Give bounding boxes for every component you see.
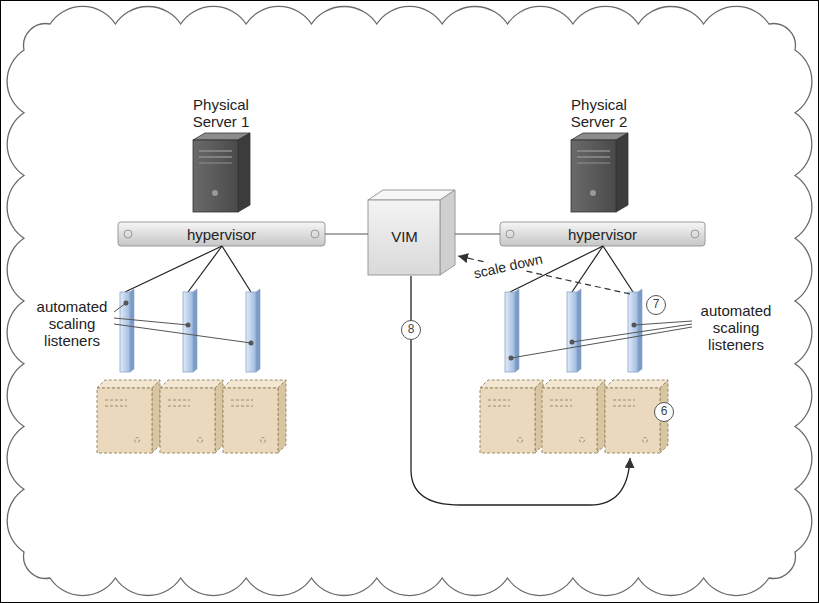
callout-number: 6 xyxy=(654,402,674,422)
node-label: hypervisor xyxy=(187,226,256,243)
virtual-server xyxy=(97,380,160,453)
server-icon xyxy=(571,133,628,212)
callout-number: 7 xyxy=(646,295,666,315)
node-label: Physical Server 1 xyxy=(181,96,261,130)
vm-link xyxy=(125,246,633,292)
physical-server: Physical Server 1 xyxy=(171,96,271,214)
virtual-server-bar xyxy=(183,289,197,372)
virtual-server xyxy=(160,380,223,453)
server-icon xyxy=(193,133,250,212)
vim-box: VIM xyxy=(368,190,455,275)
virtual-server xyxy=(542,380,605,453)
virtual-server-bar xyxy=(628,289,642,372)
cloud-outline xyxy=(7,6,812,595)
node-label: VIM xyxy=(391,228,418,245)
connector-line xyxy=(455,233,500,234)
callout-number: 8 xyxy=(401,320,421,340)
connector-line xyxy=(325,233,368,234)
virtual-server-bar xyxy=(246,289,260,372)
leader-line xyxy=(114,303,692,358)
leader-dot xyxy=(124,301,637,361)
virtual-server-bar xyxy=(120,289,134,372)
node-label: hypervisor xyxy=(568,226,637,243)
virtual-server-bar xyxy=(567,289,581,372)
virtual-server xyxy=(223,380,286,453)
annotation: automated scaling listeners xyxy=(30,298,114,349)
virtual-server-bar xyxy=(505,289,519,372)
annotation: automated scaling listeners xyxy=(694,302,778,353)
cloud-outline xyxy=(7,6,812,595)
virtual-server xyxy=(480,380,543,453)
vim-cube xyxy=(368,190,455,275)
node-label: Physical Server 2 xyxy=(559,96,639,130)
provision-arrow xyxy=(411,276,630,505)
physical-server: Physical Server 2 xyxy=(549,96,649,214)
hypervisor-bar: hypervisor xyxy=(118,222,325,246)
hypervisor-bar: hypervisor xyxy=(500,222,705,246)
